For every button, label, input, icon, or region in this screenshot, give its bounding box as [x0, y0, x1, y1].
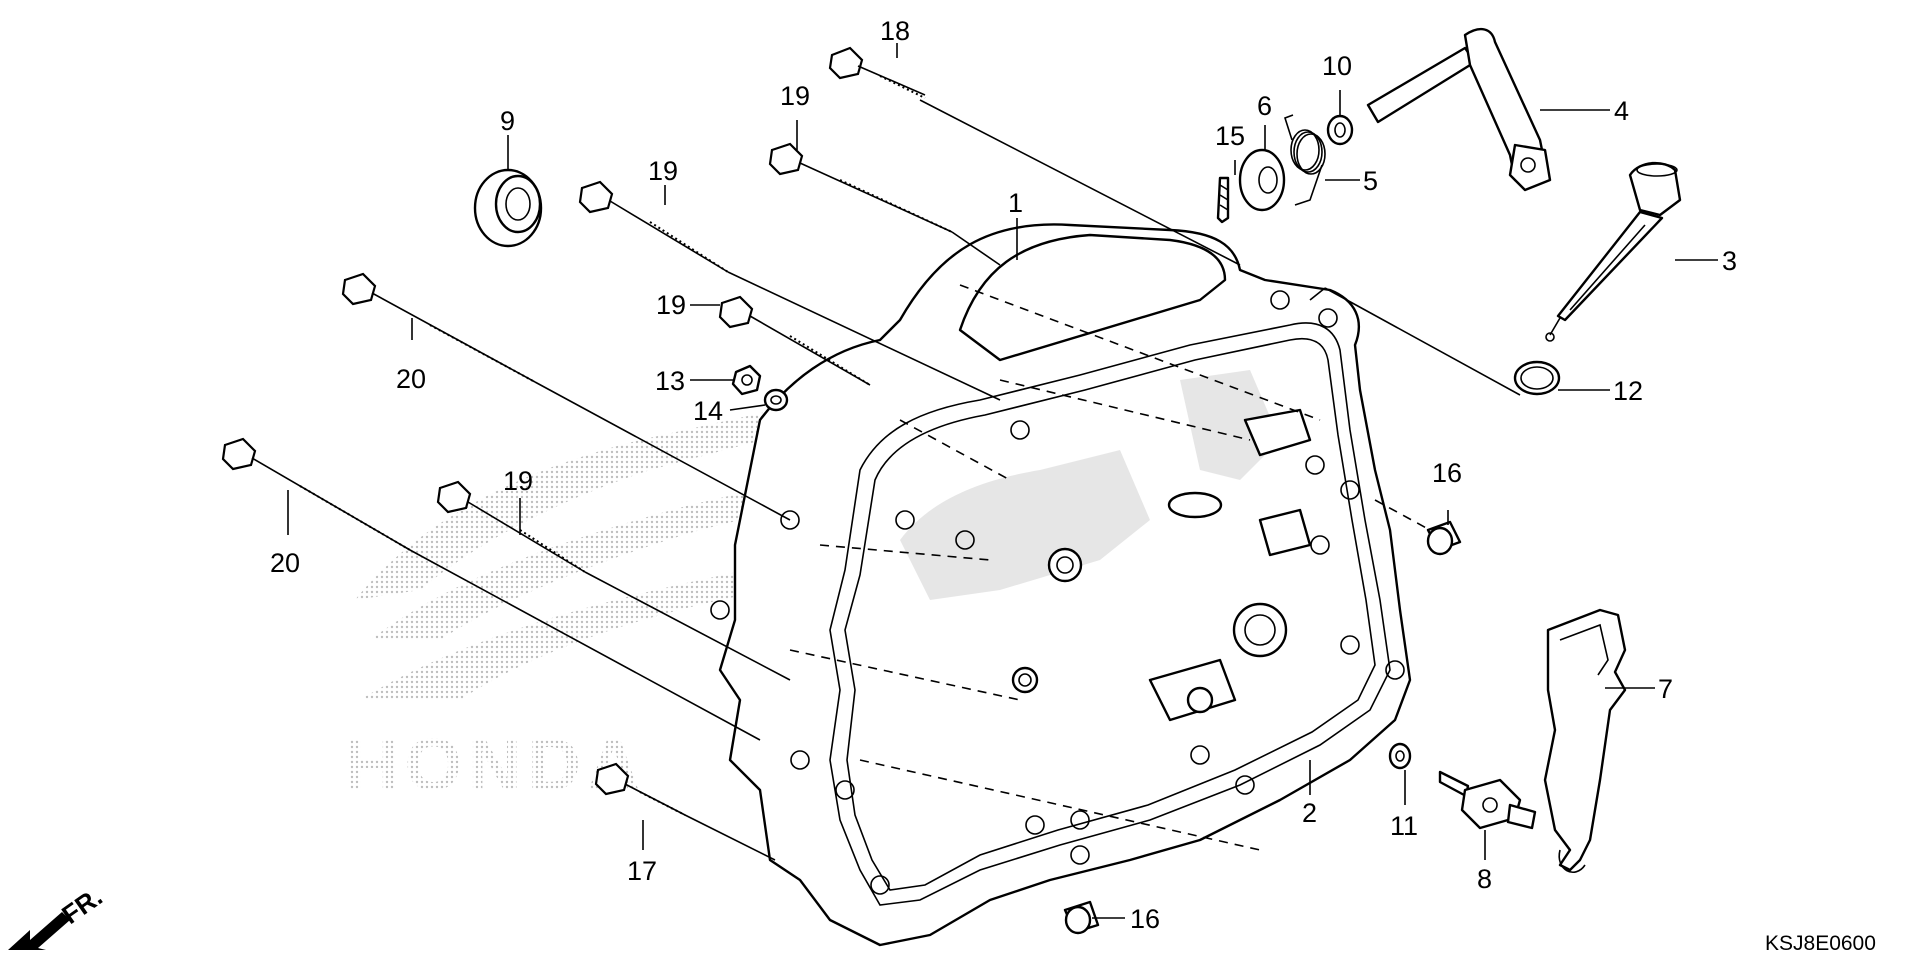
drawing-code: KSJ8E0600: [1765, 932, 1876, 955]
callout-16-upper: 16: [1432, 458, 1462, 488]
switch-8: [1438, 770, 1537, 830]
dipstick-3: [1545, 161, 1682, 342]
callout-20-lower: 20: [270, 548, 300, 578]
dipstick-leader: [1324, 287, 1521, 396]
leader-lines: [287, 43, 1718, 919]
nut-13: [731, 364, 762, 396]
callout-16-lower: 16: [1130, 904, 1160, 934]
callout-3: 3: [1722, 246, 1737, 276]
o-ring-12: [1513, 360, 1561, 396]
callout-19-lower: 19: [503, 466, 533, 496]
callout-5: 5: [1363, 166, 1378, 196]
washer-11: [1388, 742, 1412, 770]
callout-12: 12: [1613, 376, 1643, 406]
callout-7: 7: [1658, 674, 1673, 704]
bolts: [221, 46, 1241, 861]
callout-14: 14: [693, 396, 723, 426]
collar-6: [1238, 148, 1286, 212]
arrow-icon: [8, 912, 70, 950]
bolt-20-upper: [341, 272, 791, 521]
dowel-pin-16-lower: [1063, 900, 1100, 935]
callout-4: 4: [1614, 96, 1629, 126]
front-direction-arrow: FR.: [8, 881, 108, 950]
dowel-pin-16-upper: [1374, 499, 1462, 556]
callout-13: 13: [655, 366, 685, 396]
callout-11: 11: [1390, 811, 1418, 841]
callout-20-upper: 20: [396, 364, 426, 394]
wing-logo-shape: [355, 400, 860, 700]
callout-labels: 1 2 3 4 5 6 7 8 9 10 11 12 13 14 15 16 1…: [270, 16, 1737, 934]
callout-1: 1: [1008, 188, 1023, 218]
callout-9: 9: [500, 106, 515, 136]
arm-4: [1366, 27, 1552, 192]
washer-10: [1326, 114, 1354, 146]
bolt-20-lower: [221, 437, 761, 741]
callout-17: 17: [627, 856, 657, 886]
callout-8: 8: [1477, 864, 1492, 894]
crankcase-cover: [710, 223, 1412, 947]
alignment-lines: [789, 284, 1321, 851]
oil-seal-9: [473, 168, 543, 248]
bolt-18: [828, 46, 1241, 266]
bolt-19-upper: [768, 142, 1001, 266]
callout-6: 6: [1257, 91, 1272, 121]
bolt-19-lower: [436, 480, 791, 681]
honda-wordmark: HONDA: [345, 723, 646, 806]
dipstick-leader-2: [1309, 287, 1326, 301]
washer-14: [763, 388, 789, 412]
callout-19-middle: 19: [656, 290, 686, 320]
bolt-19-middle: [718, 295, 871, 386]
callout-19-left: 19: [648, 156, 678, 186]
bolt-17: [594, 762, 776, 861]
callout-18: 18: [880, 16, 910, 46]
pin-15: [1216, 176, 1230, 224]
callout-2: 2: [1302, 798, 1317, 828]
honda-watermark: HONDA: [345, 400, 860, 806]
spring-5: [1284, 114, 1326, 206]
bolt-19-left: [578, 180, 1001, 401]
callout-15: 15: [1215, 121, 1245, 151]
plate-7: [1543, 608, 1627, 873]
callout-19-upper: 19: [780, 81, 810, 111]
callout-10: 10: [1322, 51, 1352, 81]
